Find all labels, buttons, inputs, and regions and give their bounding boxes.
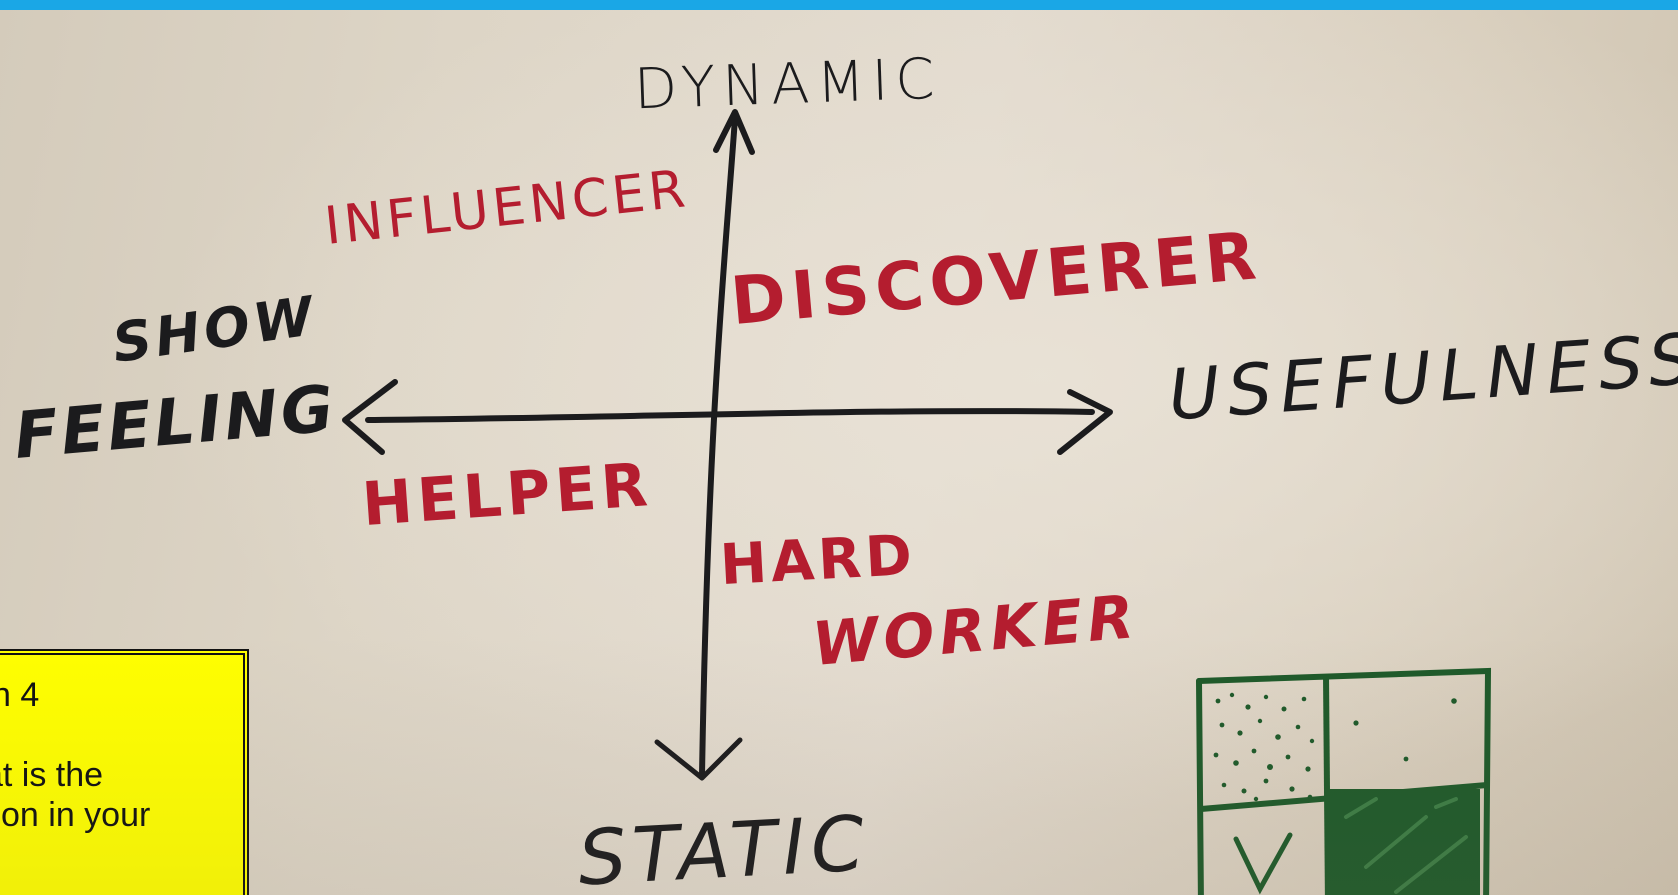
vertical-axis-line xyxy=(699,115,738,778)
axis-label-left-line1: SHOW xyxy=(108,284,321,375)
caption-line-3: tion in your xyxy=(0,796,151,834)
right-arrow-head xyxy=(1057,389,1113,455)
down-arrow-head xyxy=(654,737,743,781)
quadrant-label-bottom-left: HELPER xyxy=(359,449,655,541)
caption-line-1: n 4 xyxy=(0,676,40,714)
caption-line-2: at is the xyxy=(0,756,104,794)
axis-label-right: USEFULNESS xyxy=(1165,317,1678,437)
horizontal-axis-line xyxy=(365,408,1095,423)
quadrant-label-bottom-right-line1: HARD xyxy=(718,522,918,599)
axis-label-top: DYNAMIC xyxy=(632,46,943,123)
green-grid-sketch xyxy=(1196,667,1492,895)
quadrant-label-top-right: DISCOVERER xyxy=(727,216,1265,341)
quadrant-label-bottom-right-line2: WORKER xyxy=(809,581,1142,681)
yellow-caption-box: n 4 at is the tion in your xyxy=(0,653,245,895)
quadrant-label-top-left: INFLUENCER xyxy=(321,159,692,257)
left-arrow-head xyxy=(342,379,398,455)
caption-spacer xyxy=(0,715,243,755)
axis-label-left-line2: FEELING xyxy=(11,372,340,474)
axis-label-bottom: STATIC xyxy=(575,798,873,895)
top-accent-bar xyxy=(0,0,1678,10)
